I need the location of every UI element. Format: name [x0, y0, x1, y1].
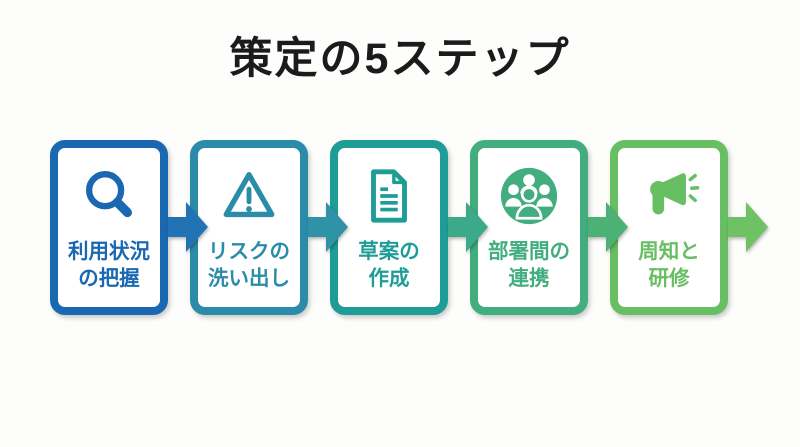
warning-triangle-icon — [223, 172, 275, 218]
arrow-right-icon — [448, 202, 488, 252]
step-label: 周知と 研修 — [638, 240, 700, 291]
step-card-draft-creation: 草案の 作成 — [330, 140, 448, 315]
arrow-right-icon — [168, 202, 208, 252]
megaphone-icon — [650, 173, 700, 215]
step-label: 利用状況 の把握 — [68, 240, 150, 291]
people-group-icon — [500, 167, 558, 225]
magnifier-icon — [85, 171, 133, 218]
arrow-right-icon — [728, 202, 768, 252]
step-label: 草案の 作成 — [358, 240, 420, 291]
arrow-right-icon — [588, 202, 628, 252]
page-title: 策定の5ステップ — [229, 35, 571, 83]
step-label: リスクの 洗い出し — [208, 240, 290, 291]
document-icon — [371, 169, 407, 223]
step-label: 部署間の 連携 — [488, 240, 570, 291]
arrow-right-icon — [308, 202, 348, 252]
step-card-usage-survey: 利用状況 の把握 — [50, 140, 168, 315]
